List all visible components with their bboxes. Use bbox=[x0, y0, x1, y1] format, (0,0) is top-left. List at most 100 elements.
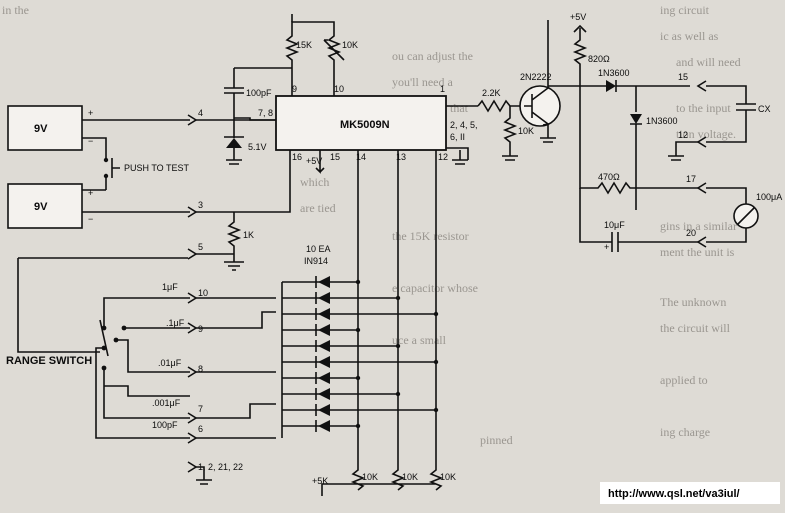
battery-top-wires bbox=[82, 119, 190, 158]
pin-10-label: 10 bbox=[334, 84, 344, 94]
diode-icon bbox=[318, 356, 330, 368]
resistor-470-label: 470Ω bbox=[598, 172, 620, 182]
connector-20-label: 20 bbox=[686, 228, 696, 238]
range-switch-wires bbox=[95, 297, 190, 439]
bleed-line: ing charge bbox=[660, 425, 710, 439]
bleed-line: in the bbox=[2, 3, 29, 17]
diode-array-wire bbox=[315, 388, 398, 400]
junction-dot bbox=[355, 375, 361, 381]
resistor-bottom-1-label: 10K bbox=[362, 472, 378, 482]
battery-top-plus: + bbox=[88, 108, 93, 118]
resistor-2-2k-label: 2.2K bbox=[482, 88, 501, 98]
diode-array-wire bbox=[315, 276, 358, 288]
diode-icon bbox=[318, 420, 330, 432]
range-cap-1uf: 1μF bbox=[162, 282, 178, 292]
meter-wires bbox=[706, 187, 747, 243]
ground-icon bbox=[668, 141, 698, 161]
bleed-line: ing circuit bbox=[660, 3, 710, 17]
connector-ground-icon bbox=[187, 461, 198, 473]
diode-array-wire bbox=[315, 420, 358, 432]
diode-icon bbox=[318, 340, 330, 352]
junction-dot bbox=[355, 423, 361, 429]
diode-array-wire bbox=[315, 340, 398, 352]
diode-array-wire bbox=[315, 324, 358, 336]
bleed-line: are tied bbox=[300, 201, 336, 215]
battery-bottom-label: 9V bbox=[34, 201, 48, 213]
transistor-label: 2N2222 bbox=[520, 72, 552, 82]
bleed-line: uce a small bbox=[392, 333, 447, 347]
ground-icon bbox=[224, 261, 244, 271]
connector-4-label: 4 bbox=[198, 108, 203, 118]
resistor-1k-icon bbox=[226, 212, 242, 262]
junction-dot bbox=[355, 279, 361, 285]
ic-supply-label: +5V bbox=[306, 156, 322, 166]
connector-7-label: 7 bbox=[198, 404, 203, 414]
pin-2-list-label: 2, 4, 5, bbox=[450, 120, 478, 130]
pot-arrow-icon bbox=[323, 39, 345, 61]
diode-1-icon bbox=[606, 80, 616, 92]
footer-url[interactable]: http://www.qsl.net/va3iul/ bbox=[608, 488, 740, 500]
transistor-2n2222-icon bbox=[519, 85, 561, 127]
resistor-bottom-2-label: 10K bbox=[402, 472, 418, 482]
cap-cx-label: CX bbox=[758, 104, 771, 114]
pin-1-label: 1 bbox=[440, 84, 445, 94]
connector-5-icon bbox=[187, 248, 198, 260]
pin-15-label: 15 bbox=[330, 152, 340, 162]
junction-dot bbox=[395, 343, 401, 349]
diode-array-qty-label: 10 EA bbox=[306, 244, 331, 254]
diode-icon bbox=[318, 276, 330, 288]
bottom-resistors-icon bbox=[321, 462, 444, 496]
zener-wires bbox=[224, 118, 244, 165]
connector-5-label: 5 bbox=[198, 242, 203, 252]
pin-gnd-wire bbox=[446, 147, 469, 160]
pot-10k-label: 10K bbox=[342, 40, 358, 50]
pin-15-wire bbox=[315, 150, 325, 174]
resistor-10k-base-icon bbox=[502, 106, 518, 161]
diode-2-label: 1N3600 bbox=[646, 116, 678, 126]
push-to-test-switch: PUSH TO TEST bbox=[103, 157, 190, 179]
resistor-820-icon bbox=[572, 24, 588, 86]
cap-100pf-icon bbox=[224, 67, 292, 118]
resistor-1k-label: 1K bbox=[243, 230, 254, 240]
pin-7-8-label: 7, 8 bbox=[258, 108, 273, 118]
pin-13-label: 13 bbox=[396, 152, 406, 162]
wire-zener bbox=[234, 117, 276, 121]
cap-10uf-plus: + bbox=[604, 242, 609, 252]
bleed-line: applied to bbox=[660, 373, 708, 387]
connector-17-icon bbox=[696, 182, 707, 194]
diode-1-wire bbox=[615, 80, 636, 92]
resistor-bottom-3-label: 10K bbox=[440, 472, 456, 482]
supply-top-label: +5V bbox=[570, 12, 586, 22]
diode-icon bbox=[318, 388, 330, 400]
diode-array-wire bbox=[315, 292, 398, 304]
connector-3-label: 3 bbox=[198, 200, 203, 210]
pin-6-11-label: 6, II bbox=[450, 132, 465, 142]
connector-15-icon bbox=[696, 80, 707, 92]
diode-array bbox=[281, 276, 439, 438]
ground-icon bbox=[452, 150, 468, 165]
resistor-2-2k-icon bbox=[477, 99, 524, 113]
diode-2-wire bbox=[630, 123, 642, 210]
resistor-15k-label: 15K bbox=[296, 40, 312, 50]
bleed-line: gins in a similar bbox=[660, 219, 737, 233]
diode-array-type-label: IN914 bbox=[304, 256, 328, 266]
range-cap-100pf: 100pF bbox=[152, 420, 178, 430]
connector-ground-label: 1, 2, 21, 22 bbox=[198, 462, 243, 472]
cap-cx-icon bbox=[706, 85, 756, 143]
zener-icon bbox=[226, 138, 242, 148]
connector-10-label: 10 bbox=[198, 288, 208, 298]
resistor-470-icon bbox=[579, 86, 636, 195]
diode-array-wire bbox=[315, 404, 436, 416]
diode-icon bbox=[318, 404, 330, 416]
diode-icon bbox=[318, 372, 330, 384]
wire-3-to-ic bbox=[196, 150, 291, 213]
bleed-line: ou can adjust the bbox=[392, 49, 473, 63]
diode-icon bbox=[318, 308, 330, 320]
range-switch-contacts[interactable] bbox=[99, 319, 127, 371]
bleed-through-text: ou can adjust the you'll need a ed in a … bbox=[2, 3, 741, 447]
junction-dot bbox=[433, 407, 439, 413]
range-cap-0001uf: .001μF bbox=[152, 398, 181, 408]
diode-array-wire bbox=[315, 308, 436, 320]
pin-12-label: 12 bbox=[438, 152, 448, 162]
